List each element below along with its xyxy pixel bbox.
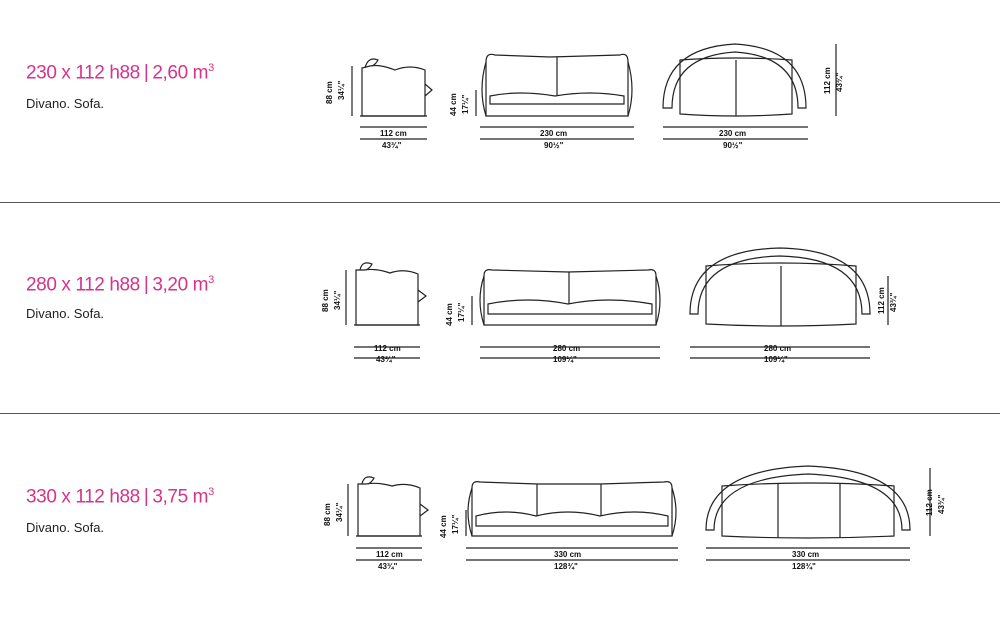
top-depth-in: 43¾" [937,494,946,514]
side-height-in: 34¼" [337,80,346,100]
side-view-cushion [359,262,373,271]
cubic-exponent: 3 [208,62,214,74]
separator: | [143,62,149,84]
side-depth-cm: 112 cm [374,344,401,353]
side-view-arm-fold [424,83,433,97]
front-view-outline [471,481,673,537]
side-view-cushion [361,476,375,485]
top-view-seat [705,262,857,327]
seat-height-in: 17¼" [461,94,470,114]
technical-drawing: 88 cm 34¼" 44 cm 17¼" 112 cm 43¾" 280 cm… [321,247,898,364]
volume-text: 3,75 m [152,486,209,508]
side-depth-in: 43¾" [382,141,402,150]
seat-height-in: 17¼" [457,302,466,322]
top-width-in: 90½" [723,141,743,150]
sofa-dimensions: 330 x 112 h88|3,75 m3 [26,486,214,508]
row-divider [0,202,1000,203]
size-text: 230 x 112 h88 [26,62,140,84]
top-depth-cm: 112 cm [925,489,934,516]
technical-drawing: 88 cm 34¼" 44 cm 17¼" 112 cm 43¾" 230 cm… [325,43,844,150]
front-width-cm: 230 cm [540,129,567,138]
volume-text: 3,20 m [152,274,209,296]
size-text: 330 x 112 h88 [26,486,140,508]
side-depth-in: 43¾" [376,355,396,364]
top-width-cm: 230 cm [719,129,746,138]
seat-height-in: 17¼" [451,514,460,534]
sofa-description: Divano. Sofa. [26,520,105,535]
side-depth-in: 43¾" [378,562,398,571]
seat-height-cm: 44 cm [445,303,454,326]
side-view-outline [357,482,421,537]
sofa-row-2: 280 x 112 h88|3,20 m3 Divano. Sofa. [0,210,1000,410]
sofa-dimensions: 230 x 112 h88|2,60 m3 [26,62,214,84]
front-width-cm: 330 cm [554,550,581,559]
sofa-row-1: 230 x 112 h88|2,60 m3 Divano. Sofa. [0,0,1000,200]
top-view-backrest [705,465,911,531]
top-width-cm: 330 cm [792,550,819,559]
separator: | [143,274,149,296]
side-height-cm: 88 cm [321,289,330,312]
side-view-outline [355,268,419,326]
top-view-backrest [689,247,871,315]
volume-text: 2,60 m [152,62,209,84]
side-view-cushion [364,58,379,69]
top-depth-cm: 112 cm [877,287,886,314]
side-height-in: 34¼" [333,290,342,310]
top-depth-in: 43¾" [835,72,844,92]
front-view-outline [483,269,657,326]
side-depth-cm: 112 cm [376,550,403,559]
front-width-in: 90½" [544,141,564,150]
side-height-in: 34¼" [335,502,344,522]
side-depth-cm: 112 cm [380,129,407,138]
front-view-seat [489,92,625,105]
top-view-seat [679,57,793,117]
sofa-description: Divano. Sofa. [26,96,105,111]
front-width-in: 109¼" [553,355,577,364]
sofa-description: Divano. Sofa. [26,306,105,321]
seat-height-cm: 44 cm [439,515,448,538]
top-width-cm: 280 cm [764,344,791,353]
top-depth-cm: 112 cm [823,67,832,94]
cubic-exponent: 3 [208,274,214,286]
side-view-arm-fold [417,289,427,303]
front-view-seat [475,511,669,527]
front-view-outline [485,53,629,117]
side-view-outline [361,64,426,117]
front-width-in: 128¾" [554,562,578,571]
top-view-seat [721,482,895,539]
side-height-cm: 88 cm [325,81,334,104]
front-view-seat [487,299,653,315]
top-width-in: 128¾" [792,562,816,571]
top-view-backrest [662,43,807,109]
cubic-exponent: 3 [208,486,214,498]
sofa-dimensions: 280 x 112 h88|3,20 m3 [26,274,214,296]
seat-height-cm: 44 cm [449,93,458,116]
size-text: 280 x 112 h88 [26,274,140,296]
top-width-in: 109¼" [764,355,788,364]
top-depth-in: 43¾" [889,292,898,312]
technical-drawing: 88 cm 34¼" 44 cm 17¼" 112 cm 43¾" 330 cm… [323,465,946,571]
separator: | [143,486,149,508]
front-width-cm: 280 cm [553,344,580,353]
side-view-arm-fold [419,503,429,517]
side-height-cm: 88 cm [323,503,332,526]
row-divider [0,413,1000,414]
sofa-row-3: 330 x 112 h88|3,75 m3 Divano. Sofa. [0,418,1000,618]
